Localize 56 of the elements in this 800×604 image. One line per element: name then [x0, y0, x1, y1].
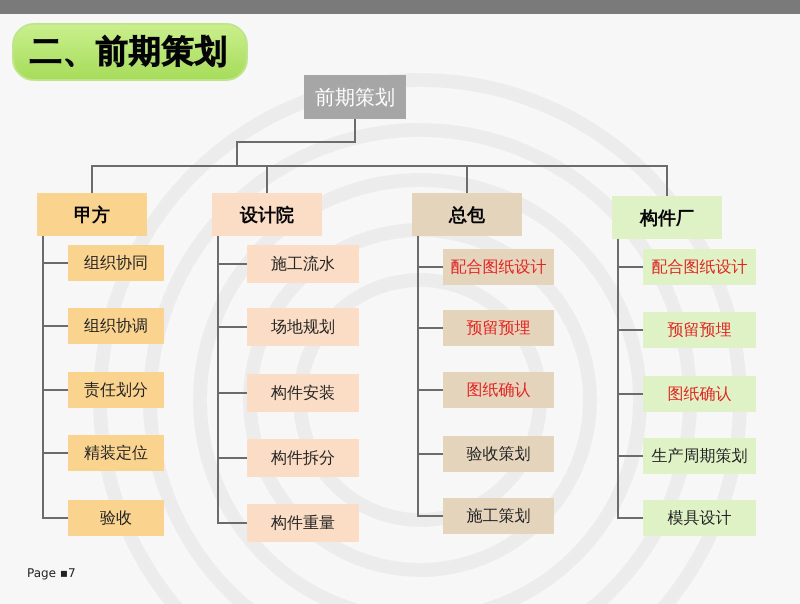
task-box	[443, 372, 554, 408]
node-label: 精装定位	[84, 442, 148, 464]
node-label: 配合图纸设计	[652, 256, 748, 278]
task-box	[68, 435, 164, 471]
node-label: 预留预埋	[466, 318, 530, 338]
node-label: 施工策划	[466, 506, 530, 526]
task-box	[443, 249, 554, 285]
node-label: 生产周期策划	[652, 446, 748, 466]
task-box	[68, 372, 164, 408]
task-box	[247, 439, 359, 477]
task-box	[68, 500, 164, 536]
node-label: 场地规划	[271, 316, 335, 338]
node-label: 构件拆分	[271, 448, 335, 468]
node-label: 图纸确认	[466, 380, 530, 400]
task-box	[68, 245, 164, 281]
task-box	[247, 374, 359, 412]
task-box	[643, 249, 756, 285]
task-box	[443, 498, 554, 534]
node-label: 预留预埋	[668, 320, 732, 340]
node-label: 配合图纸设计	[450, 256, 546, 278]
group-box	[212, 193, 322, 236]
task-box	[443, 310, 554, 346]
page-number: Page ▪7	[27, 566, 76, 580]
node-label: 前期策划	[315, 84, 395, 110]
task-box	[443, 436, 554, 472]
root-box	[304, 75, 406, 119]
task-box	[68, 308, 164, 344]
node-label: 验收	[100, 508, 132, 528]
group-box	[37, 193, 147, 236]
title-banner: 二、前期策划	[12, 23, 248, 81]
node-label: 责任划分	[84, 380, 148, 400]
task-box	[643, 376, 756, 412]
node-label: 图纸确认	[668, 384, 732, 404]
node-label: 验收策划	[466, 444, 530, 464]
node-label: 组织协同	[84, 252, 148, 274]
connector-line	[42, 236, 68, 519]
task-box	[643, 312, 756, 348]
task-box	[247, 504, 359, 542]
connector-line	[617, 239, 643, 519]
connector-line	[217, 236, 247, 524]
node-label: 组织协调	[84, 316, 148, 336]
task-box	[643, 500, 756, 536]
node-label: 构件安装	[271, 382, 335, 404]
node-label: 构件厂	[640, 206, 694, 230]
node-label: 甲方	[74, 204, 110, 226]
task-box	[643, 438, 756, 474]
connector-line	[417, 236, 443, 517]
task-box	[247, 308, 359, 346]
node-label: 总包	[449, 204, 485, 226]
node-label: 模具设计	[668, 508, 732, 528]
node-label: 构件重量	[271, 512, 335, 534]
task-box	[247, 245, 359, 283]
group-box	[412, 193, 522, 236]
node-label: 设计院	[240, 204, 294, 226]
group-box	[612, 196, 722, 239]
node-label: 施工流水	[271, 254, 335, 274]
